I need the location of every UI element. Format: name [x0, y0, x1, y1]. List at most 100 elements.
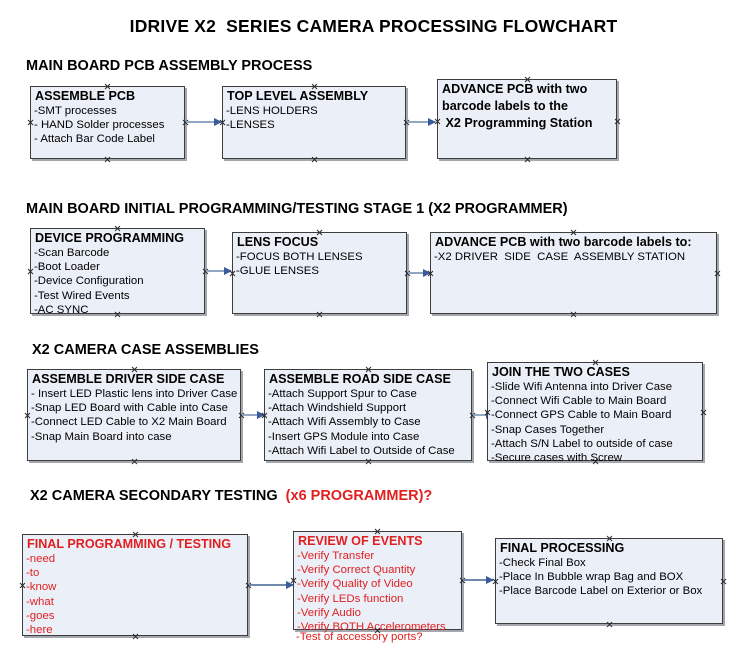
node-line: -SMT processes: [34, 105, 117, 117]
connection-handle-bottom[interactable]: [374, 627, 381, 634]
node-line: -FOCUS BOTH LENSES: [236, 251, 363, 263]
connection-handle-left[interactable]: [219, 119, 226, 126]
connection-handle-left[interactable]: [229, 270, 236, 277]
node-review-of-events[interactable]: REVIEW OF EVENTS -Verify Transfer -Verif…: [293, 531, 462, 633]
node-line: -Place Barcode Label on Exterior or Box: [499, 585, 703, 598]
node-overflow-line: -Test of accessory ports?: [296, 631, 423, 643]
connection-handle-top[interactable]: [524, 76, 531, 83]
connection-handle-left[interactable]: [261, 412, 268, 419]
arrow-head-icon: [428, 118, 436, 126]
connector-final-programming-to-review-of-events: [249, 581, 294, 589]
node-line: -Verify LEDs function: [297, 592, 404, 605]
connection-handle-top[interactable]: [592, 359, 599, 366]
section-heading-text: MAIN BOARD PCB ASSEMBLY PROCESS: [26, 58, 313, 74]
connection-handle-top[interactable]: [606, 535, 613, 542]
node-line: -Scan Barcode: [34, 247, 110, 259]
node-line: -Verify Quality of Video: [297, 578, 413, 591]
connection-handle-left[interactable]: [427, 270, 434, 277]
connection-handle-bottom[interactable]: [524, 156, 531, 163]
connection-handle-bottom[interactable]: [311, 156, 318, 163]
connection-handle-bottom[interactable]: [114, 311, 121, 318]
connection-handle-top[interactable]: [132, 531, 139, 538]
node-line: -GLUE LENSES: [236, 265, 319, 278]
node-final-processing[interactable]: FINAL PROCESSING -Check Final Box -Place…: [495, 538, 723, 624]
node-line: - HAND Solder processes: [34, 119, 165, 132]
node-join-the-two-cases[interactable]: JOIN THE TWO CASES -Slide Wifi Antenna i…: [487, 362, 703, 464]
node-line: -Snap Cases Together: [491, 423, 605, 436]
connection-handle-top[interactable]: [316, 229, 323, 236]
section-heading-main-board-initial-programming: MAIN BOARD INITIAL PROGRAMMING/TESTING S…: [26, 201, 568, 217]
connection-handle-left[interactable]: [434, 118, 441, 125]
connection-handle-bottom[interactable]: [132, 633, 139, 640]
node-line: - Attach Bar Code Label: [34, 133, 155, 146]
node-title: FINAL PROGRAMMING / TESTING: [27, 537, 232, 551]
connection-handle-top[interactable]: [131, 366, 138, 373]
node-line: -Attach Wifi Label to Outside of Case: [268, 444, 455, 457]
connection-handle-top[interactable]: [104, 83, 111, 90]
connector-assemble-pcb-to-top-level-assembly: [186, 118, 222, 126]
node-line: -Boot Loader: [34, 261, 100, 274]
node-line: -Check Final Box: [499, 557, 586, 569]
node-title: JOIN THE TWO CASES: [492, 365, 630, 379]
node-line: -Verify BOTH Accelerometers: [297, 621, 446, 634]
node-line: - Insert LED Plastic lens into Driver Ca…: [31, 388, 238, 400]
connection-handle-right[interactable]: [720, 578, 727, 585]
node-line: -Device Configuration: [34, 275, 144, 288]
node-line: -Place In Bubble wrap Bag and BOX: [499, 571, 684, 584]
node-line: -know: [26, 581, 57, 594]
node-line: -Attach S/N Label to outside of case: [491, 437, 673, 450]
connection-handle-top[interactable]: [374, 528, 381, 535]
connection-handle-bottom[interactable]: [316, 311, 323, 318]
node-title: REVIEW OF EVENTS: [298, 534, 423, 548]
node-line: -Connect GPS Cable to Main Board: [491, 409, 672, 422]
node-final-programming-testing[interactable]: FINAL PROGRAMMING / TESTING -need -to -k…: [22, 534, 248, 636]
node-line: -Connect Wifi Cable to Main Board: [491, 395, 667, 408]
connection-handle-left[interactable]: [27, 268, 34, 275]
connection-handle-top[interactable]: [570, 229, 577, 236]
connection-handle-left[interactable]: [290, 577, 297, 584]
connection-handle-top[interactable]: [114, 225, 121, 232]
node-device-programming[interactable]: DEVICE PROGRAMMING -Scan Barcode -Boot L…: [30, 228, 205, 316]
connection-handle-top[interactable]: [365, 366, 372, 373]
node-line: -LENSES: [226, 119, 275, 132]
node-title-line3: X2 Programming Station: [442, 116, 593, 130]
connection-handle-bottom[interactable]: [131, 458, 138, 465]
connection-handle-bottom[interactable]: [570, 311, 577, 318]
node-line: -Insert GPS Module into Case: [268, 430, 420, 443]
node-title: ASSEMBLE DRIVER SIDE CASE: [32, 372, 225, 386]
node-title: FINAL PROCESSING: [500, 541, 625, 555]
node-title-line2: barcode labels to the: [442, 99, 568, 113]
connection-handle-left[interactable]: [19, 582, 26, 589]
node-lens-focus[interactable]: LENS FOCUS -FOCUS BOTH LENSES -GLUE LENS…: [232, 232, 407, 314]
connection-handle-left[interactable]: [24, 412, 31, 419]
connection-handle-left[interactable]: [484, 409, 491, 416]
node-top-level-assembly[interactable]: TOP LEVEL ASSEMBLY -LENS HOLDERS -LENSES: [222, 86, 406, 159]
node-line: -Verify Transfer: [297, 550, 375, 562]
connection-handle-left[interactable]: [492, 578, 499, 585]
node-title: TOP LEVEL ASSEMBLY: [227, 89, 369, 103]
node-line: -Snap Main Board into case: [31, 430, 172, 443]
node-line: -goes: [26, 609, 55, 622]
node-line: -Attach Windshield Support: [268, 402, 407, 415]
node-advance-pcb-programming-station[interactable]: ADVANCE PCB with two barcode labels to t…: [437, 79, 617, 159]
connection-handle-right[interactable]: [614, 118, 621, 125]
connection-handle-bottom[interactable]: [592, 458, 599, 465]
connection-handle-bottom[interactable]: [365, 458, 372, 465]
connector-top-level-assembly-to-advance-pcb: [407, 118, 436, 126]
node-assemble-driver-side-case[interactable]: ASSEMBLE DRIVER SIDE CASE - Insert LED P…: [27, 369, 241, 461]
section-heading-text: MAIN BOARD INITIAL PROGRAMMING/TESTING S…: [26, 201, 568, 217]
section-heading-text: X2 CAMERA SECONDARY TESTING: [30, 488, 286, 504]
connection-handle-top[interactable]: [311, 83, 318, 90]
arrow-head-icon: [486, 576, 494, 584]
connection-handle-right[interactable]: [714, 270, 721, 277]
section-heading-accent: (x6 PROGRAMMER)?: [285, 488, 433, 504]
node-assemble-road-side-case[interactable]: ASSEMBLE ROAD SIDE CASE -Attach Support …: [264, 369, 472, 461]
connection-handle-left[interactable]: [27, 119, 34, 126]
node-line: -Verify Audio: [297, 606, 361, 619]
node-advance-pcb-driver-side-case[interactable]: ADVANCE PCB with two barcode labels to: …: [430, 232, 717, 314]
section-heading-text: X2 CAMERA CASE ASSEMBLIES: [32, 342, 259, 358]
node-assemble-pcb[interactable]: ASSEMBLE PCB -SMT processes - HAND Solde…: [30, 86, 185, 159]
connection-handle-bottom[interactable]: [606, 621, 613, 628]
connection-handle-bottom[interactable]: [104, 156, 111, 163]
connection-handle-right[interactable]: [700, 409, 707, 416]
